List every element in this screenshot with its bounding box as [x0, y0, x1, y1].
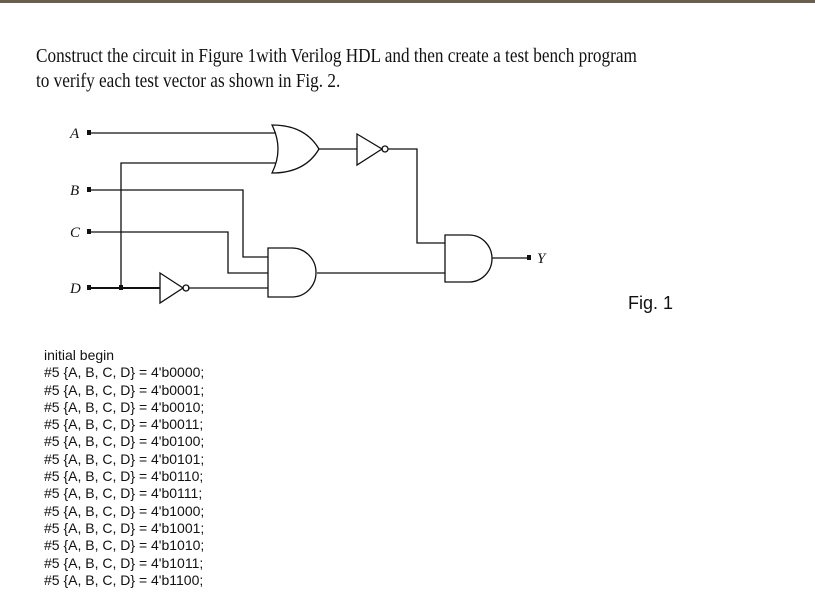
not-gate-1	[356, 132, 389, 167]
and-gate-1	[267, 247, 317, 298]
input-label-d: D	[69, 281, 81, 297]
pins	[87, 130, 531, 290]
or-gate	[270, 124, 320, 174]
not-gate-2	[159, 271, 190, 305]
code-line: #5 {A, B, C, D} = 4'b1001;	[44, 519, 205, 536]
code-header: initial begin	[44, 347, 115, 363]
prompt-line-2: to verify each test vector as shown in F…	[36, 70, 341, 92]
code-line: #5 {A, B, C, D} = 4'b0010;	[44, 398, 205, 415]
prompt-text: Construct the circuit in Figure 1with Ve…	[36, 44, 637, 94]
prompt-line-1: Construct the circuit in Figure 1with Ve…	[36, 45, 637, 67]
input-label-a: A	[69, 126, 80, 142]
code-line: #5 {A, B, C, D} = 4'b1010;	[44, 537, 205, 554]
input-label-b: B	[70, 183, 79, 199]
and-gate-2	[444, 234, 493, 283]
code-line: #5 {A, B, C, D} = 4'b1011;	[44, 554, 204, 571]
input-label-c: C	[70, 225, 81, 241]
code-line: #5 {A, B, C, D} = 4'b0100;	[44, 433, 205, 450]
output-label-y: Y	[537, 251, 547, 267]
code-line: #5 {A, B, C, D} = 4'b0000;	[44, 364, 205, 381]
code-line: #5 {A, B, C, D} = 4'b0101;	[44, 450, 205, 467]
code-line: #5 {A, B, C, D} = 4'b1100;	[44, 571, 204, 588]
code-line: #5 {A, B, C, D} = 4'b0111;	[44, 485, 203, 502]
code-line: #5 {A, B, C, D} = 4'b0110;	[44, 468, 204, 485]
wires	[91, 132, 528, 289]
code-line: #5 {A, B, C, D} = 4'b0001;	[44, 381, 205, 398]
test-vector-code: initial begin #5 {A, B, C, D} = 4'b0000;…	[44, 347, 204, 589]
figure-caption: Fig. 1	[628, 293, 674, 313]
code-line: #5 {A, B, C, D} = 4'b0011;	[44, 416, 204, 433]
code-line: #5 {A, B, C, D} = 4'b1000;	[44, 502, 205, 519]
top-border	[0, 0, 815, 3]
